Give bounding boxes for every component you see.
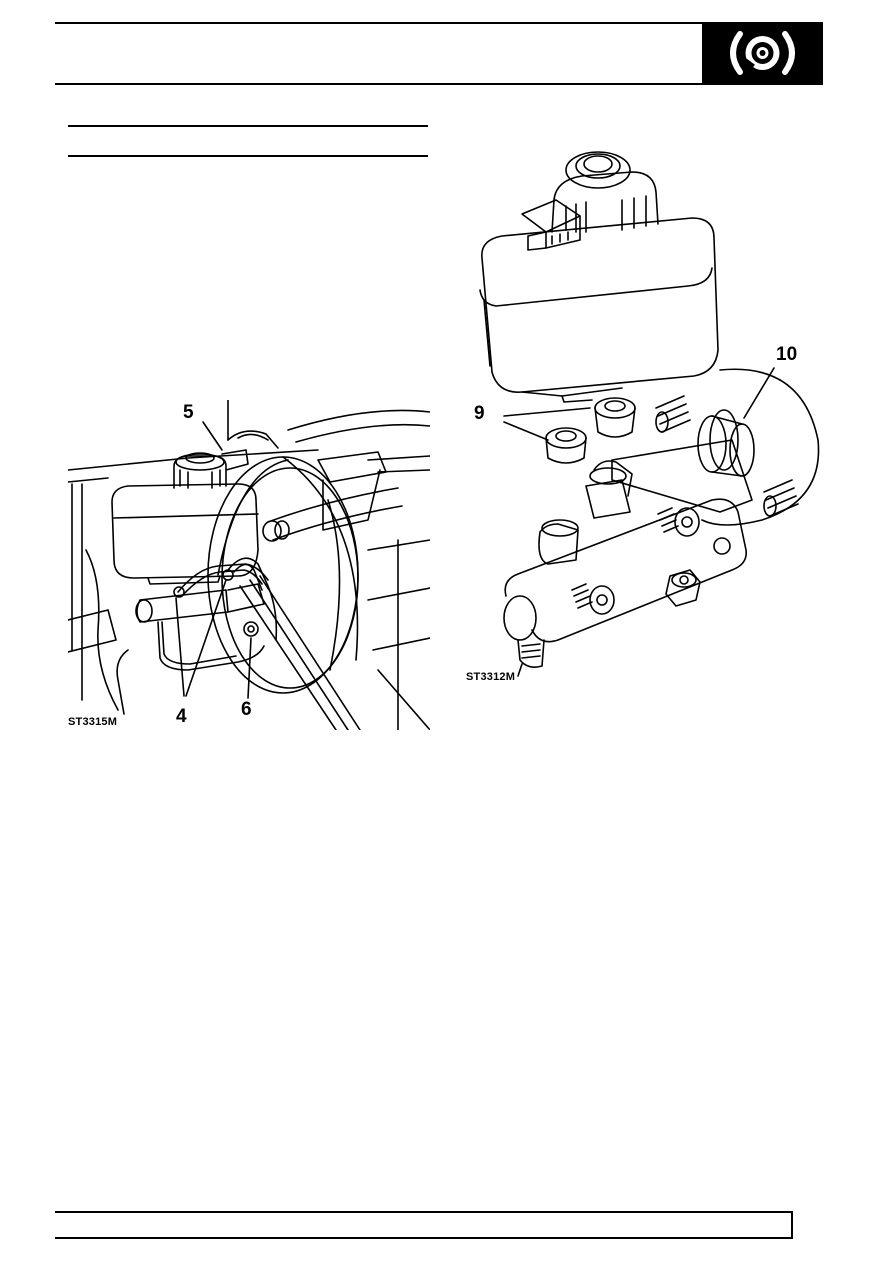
callout-4: 4 (176, 706, 187, 727)
header-bottom-rule (55, 83, 705, 85)
figure-master-cylinder-installed: 5 4 6 ST3315M (68, 400, 430, 730)
brake-disc-icon (730, 31, 795, 75)
section-rule-bottom (68, 155, 428, 157)
callout-6: 6 (241, 699, 252, 720)
header-top-rule (55, 22, 705, 24)
callout-10: 10 (776, 344, 798, 365)
footer-box (55, 1211, 793, 1239)
callout-5: 5 (183, 402, 194, 423)
section-rule-top (68, 125, 428, 127)
master-cylinder-installed-illustration (68, 400, 430, 730)
figure-master-cylinder-exploded: 9 10 ST3312M (462, 140, 824, 700)
callout-9: 9 (474, 403, 485, 424)
figure-id: ST3312M (466, 671, 516, 683)
section-logo (702, 22, 823, 85)
figure-id: ST3315M (68, 716, 118, 728)
master-cylinder-exploded-illustration (479, 151, 820, 677)
